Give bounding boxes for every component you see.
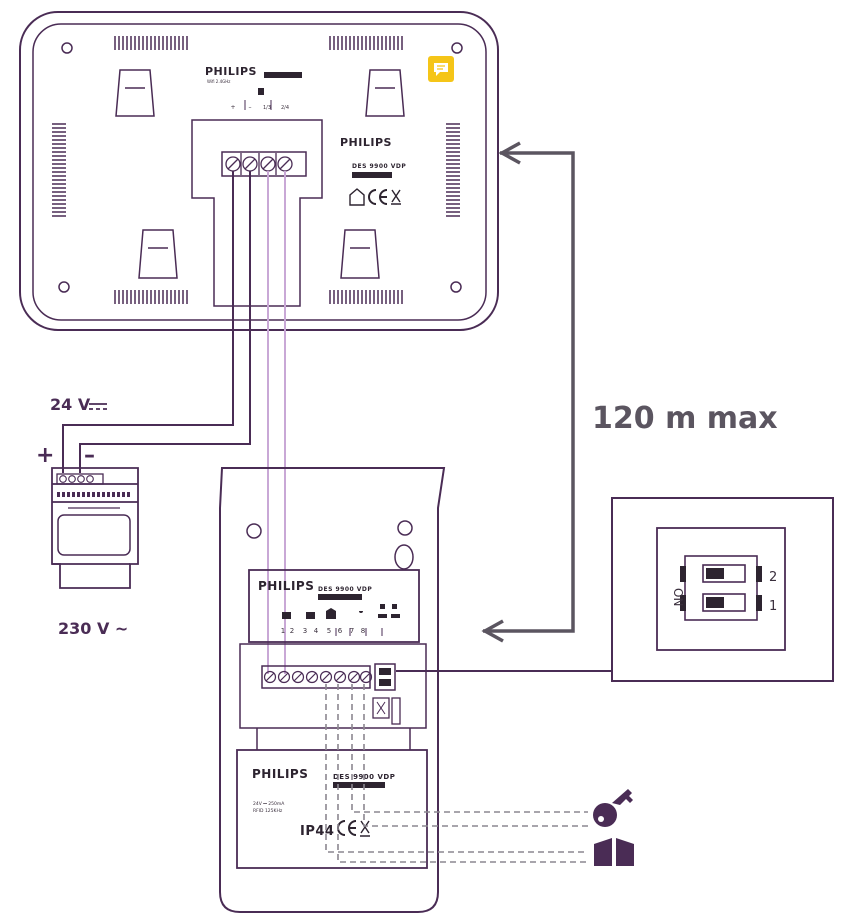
outdoor-bottom-label xyxy=(236,749,428,869)
svg-text:5: 5 xyxy=(327,627,331,635)
gate-icon xyxy=(594,838,634,866)
monitor-terminal-marks: + – 1/3 2/4 xyxy=(230,104,289,111)
note-icon xyxy=(428,56,454,82)
distance-arrow xyxy=(481,141,575,643)
svg-text:1/3: 1/3 xyxy=(263,105,271,111)
monitor-brand: PHILIPS xyxy=(205,65,257,78)
outdoor-top-brand: PHILIPS xyxy=(258,579,314,593)
monitor-back-brand: PHILIPS xyxy=(340,136,392,149)
distance-label: 120 m max xyxy=(592,401,778,436)
svg-text:2: 2 xyxy=(290,627,294,635)
outdoor-spec-power: 24V ⎓ 250mA xyxy=(253,801,285,807)
outdoor-bottom-brand: PHILIPS xyxy=(252,767,308,781)
monitor xyxy=(19,11,499,331)
power-wires xyxy=(62,171,251,473)
svg-text:–: – xyxy=(249,104,252,111)
ac-voltage-label: 230 V ~ xyxy=(58,619,128,638)
svg-text:7: 7 xyxy=(350,627,354,635)
dc-symbol xyxy=(89,403,107,410)
svg-text:4: 4 xyxy=(314,627,319,635)
monitor-certification-marks xyxy=(349,188,401,206)
svg-text:+: + xyxy=(230,104,235,111)
outdoor-unit-body xyxy=(219,467,446,913)
plus-symbol: + xyxy=(36,443,54,468)
monitor-terminal-block xyxy=(221,151,307,177)
dip-on-label: ON xyxy=(671,588,685,606)
monitor-inner-frame xyxy=(32,23,487,321)
monitor-terminal-recess xyxy=(191,119,323,307)
svg-text:3: 3 xyxy=(303,627,307,635)
outdoor-spec-rfid: RFID 125KHz xyxy=(253,808,283,814)
outdoor-certification-marks xyxy=(337,820,370,837)
dip-switch-box xyxy=(611,497,834,682)
outdoor-top-model: DES 9900 VDP xyxy=(318,586,372,593)
outdoor-top-glyphs xyxy=(282,604,400,620)
outdoor-terminal-block xyxy=(261,665,371,689)
monitor-outer-frame xyxy=(19,11,499,331)
bus-wires xyxy=(267,171,286,674)
dip-switch-number-1: 1 xyxy=(769,599,777,614)
outdoor-unit xyxy=(219,467,446,913)
accessory-wires xyxy=(325,684,588,863)
outdoor-terminal-numbers: 1 2 3 4 5 6 7 8 xyxy=(281,627,365,635)
svg-text:6: 6 xyxy=(338,627,343,635)
power-supply xyxy=(51,467,139,589)
key-icon xyxy=(593,789,633,827)
outdoor-ip-rating: IP44 xyxy=(300,824,334,839)
svg-text:2/4: 2/4 xyxy=(281,105,289,111)
dc-voltage-label: 24 V xyxy=(50,395,91,414)
minus-symbol: – xyxy=(84,443,95,468)
outdoor-top-label xyxy=(248,569,420,643)
svg-text:8: 8 xyxy=(361,627,365,635)
svg-text:1: 1 xyxy=(281,627,285,635)
dip-switch-number-2: 2 xyxy=(769,570,777,585)
monitor-wifi-label: Wifi 2.4GHz xyxy=(207,79,230,84)
monitor-model: DES 9900 VDP xyxy=(352,163,406,170)
